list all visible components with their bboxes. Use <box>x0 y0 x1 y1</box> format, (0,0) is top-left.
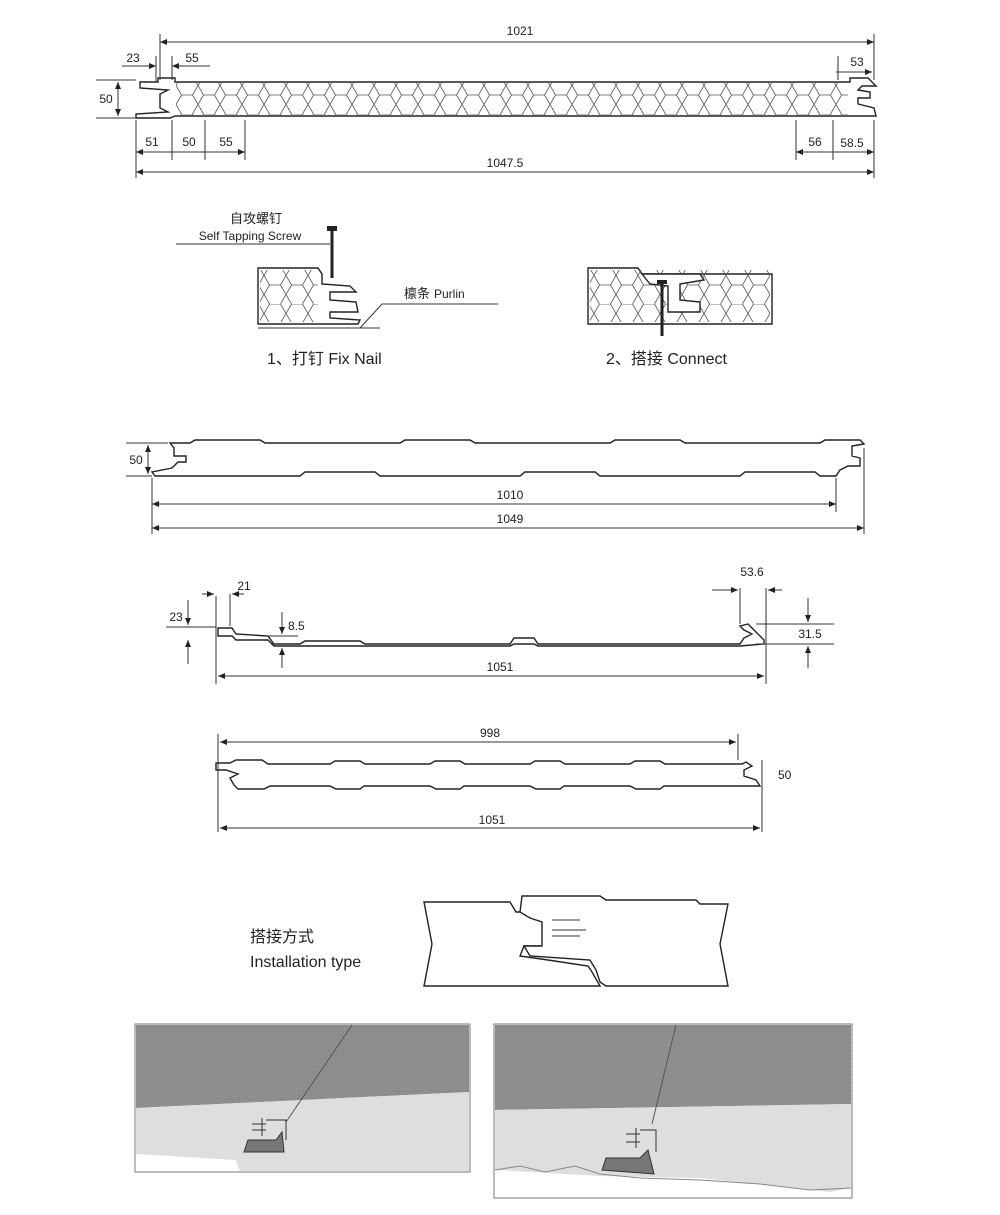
install-title-cn: 搭接方式 <box>250 928 314 946</box>
section-3-panel-profile: 50 1010 1049 <box>126 439 866 534</box>
render-joint-hook <box>626 1128 657 1152</box>
dim-thickness: 50 <box>99 92 113 106</box>
dim-right-a: 53.6 <box>740 565 764 579</box>
render-seam <box>651 1024 677 1125</box>
install-right-panel <box>519 895 729 987</box>
dim-right-b: 31.5 <box>798 627 822 641</box>
dim-left-top-a: 23 <box>126 51 140 65</box>
install-title-en: Installation type <box>250 954 361 971</box>
section-1-panel-profile: 1021 23 55 53 50 51 50 55 56 58.5 1047.5 <box>96 24 878 178</box>
render-joint-hook <box>252 1118 287 1140</box>
dim-thickness: 50 <box>129 453 143 467</box>
dim-left-b: 21 <box>237 579 251 593</box>
purlin-label-en: Purlin <box>434 287 465 301</box>
screw-head <box>327 226 337 231</box>
dim-inner-width: 998 <box>480 726 500 740</box>
dim-bottom-a: 51 <box>145 135 159 149</box>
dim-left-top-b: 55 <box>185 51 199 65</box>
hex-core <box>260 270 318 322</box>
screw-label-cn: 自攻螺钉 <box>230 211 282 226</box>
dim-bottom-right-b: 58.5 <box>840 136 864 150</box>
render-bottom-panel <box>495 1104 851 1192</box>
render-joint-lock <box>243 1130 285 1153</box>
step-1-fix-nail: 自攻螺钉 Self Tapping Screw 檩条 Purlin 1、打钉 F… <box>176 211 498 368</box>
panel-3-outline <box>150 439 866 477</box>
step-2-connect: 2、搭接 Connect <box>587 267 773 368</box>
step-2-caption: 2、搭接 Connect <box>606 350 727 368</box>
section-6-installation-type: 搭接方式 Installation type <box>250 895 729 987</box>
screw-head <box>657 280 667 284</box>
dim-left-a: 23 <box>169 610 183 624</box>
section-2-install-steps: 自攻螺钉 Self Tapping Screw 檩条 Purlin 1、打钉 F… <box>176 211 773 368</box>
render-joint-lock <box>601 1149 655 1175</box>
section-4-panel-profile: 21 23 8.5 53.6 31.5 1051 <box>166 565 834 684</box>
section-7-render-left <box>134 1023 471 1173</box>
panel-1-hex-core <box>176 83 848 115</box>
purlin-leader <box>359 303 498 329</box>
dim-bottom-c: 55 <box>219 135 233 149</box>
dim-rib: 8.5 <box>288 619 305 633</box>
render-wavy-edge <box>494 1165 852 1191</box>
screw-label-en: Self Tapping Screw <box>199 229 302 243</box>
dim-total-width: 1051 <box>487 660 514 674</box>
dim-bottom-right-a: 56 <box>808 135 822 149</box>
section-7-render-right <box>493 1023 853 1199</box>
dim-bottom-total: 1047.5 <box>487 156 524 170</box>
dim-thickness: 50 <box>778 768 792 782</box>
dim-inner-width: 1010 <box>497 488 524 502</box>
panel-5-outline <box>215 759 762 790</box>
panel-4-outline <box>217 623 765 647</box>
dim-right-top: 53 <box>850 55 864 69</box>
dim-bottom-b: 50 <box>182 135 196 149</box>
section-5-panel-profile: 998 50 1051 <box>215 726 792 832</box>
render-top-panel <box>495 1025 851 1110</box>
step-1-caption: 1、打钉 Fix Nail <box>267 350 382 368</box>
purlin-label-cn: 檩条 <box>404 286 430 301</box>
dim-total-width: 1049 <box>497 512 524 526</box>
render-top-panel <box>136 1025 469 1108</box>
dim-top-total: 1021 <box>507 24 534 38</box>
dim-total-width: 1051 <box>479 813 506 827</box>
render-bottom-panel <box>136 1092 469 1171</box>
render-seam <box>285 1024 353 1123</box>
